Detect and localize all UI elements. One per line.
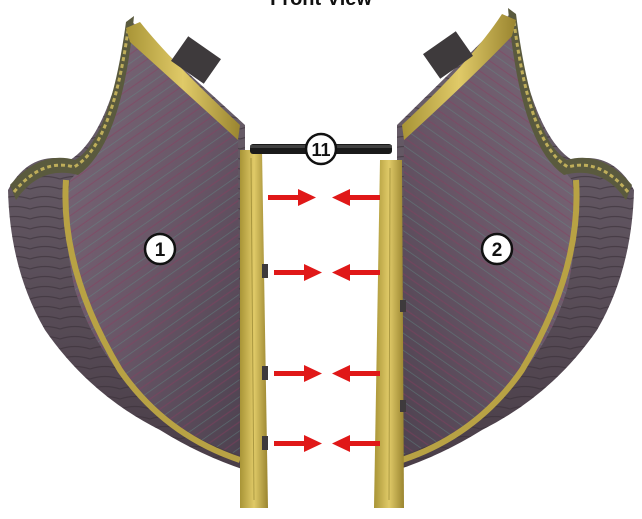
- callout-label-1: 1: [155, 240, 166, 261]
- arrow-left-icon: [332, 435, 380, 452]
- arrow-right-icon: [274, 365, 322, 382]
- arrow-right-icon: [274, 264, 322, 281]
- callout-badge-1: 1: [145, 234, 175, 264]
- arrow-right-icon: [274, 435, 322, 452]
- callout-badge-11: 11: [306, 134, 336, 164]
- arrow-left-icon: [332, 365, 380, 382]
- assembly-arrows: [268, 189, 380, 452]
- arrow-left-icon: [332, 264, 380, 281]
- arrow-right-icon: [268, 189, 316, 206]
- left-hull-half: [8, 16, 268, 508]
- callout-label-2: 2: [492, 240, 503, 261]
- callout-badge-2: 2: [482, 234, 512, 264]
- callout-label-11: 11: [311, 140, 330, 160]
- arrow-left-icon: [332, 189, 380, 206]
